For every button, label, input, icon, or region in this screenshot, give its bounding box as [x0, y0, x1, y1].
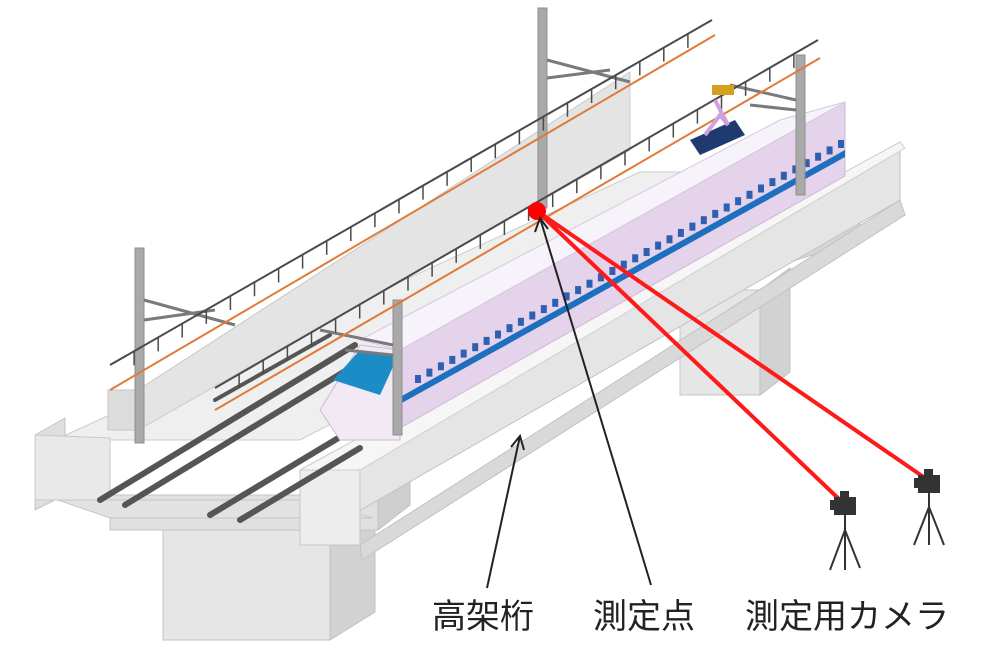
train-window [712, 209, 719, 218]
train-window [495, 330, 501, 339]
train-window [780, 171, 787, 180]
camera-icon [830, 491, 856, 515]
arrow-icon [486, 433, 525, 589]
train-window [792, 165, 799, 174]
train-window [723, 203, 730, 212]
train-window [540, 305, 547, 314]
overhead-wires [109, 19, 821, 411]
train-window [563, 292, 570, 301]
train-window [415, 375, 421, 383]
train-window [426, 368, 433, 377]
pantograph [690, 85, 745, 155]
train-window [597, 273, 604, 282]
train-window [529, 311, 536, 320]
measurement-point-marker [528, 202, 546, 220]
train-window [655, 241, 662, 250]
label-viaduct-girder: 高架桁 [432, 597, 534, 637]
train-window [746, 190, 753, 199]
train-window [803, 159, 810, 168]
train-window [677, 228, 684, 237]
train-window [517, 317, 524, 326]
label-measurement-point: 測定点 [593, 597, 695, 637]
train-window [586, 279, 593, 288]
train-window [449, 355, 456, 364]
laser-lines [535, 209, 927, 502]
train-window [769, 178, 776, 187]
train-window [437, 362, 444, 371]
train-window [609, 267, 616, 275]
train-window [758, 184, 764, 193]
train-window [483, 336, 490, 345]
train-window [666, 235, 673, 244]
train-window [620, 260, 627, 269]
tripod-icon [829, 515, 861, 571]
train-window [735, 197, 742, 206]
tripod-icon [913, 493, 945, 546]
arrow-icon [534, 215, 652, 586]
train-window [700, 216, 707, 225]
train-window [575, 286, 582, 295]
camera-icon [914, 469, 940, 493]
train-window [815, 152, 822, 161]
train-window [643, 248, 650, 256]
train-window [632, 254, 639, 263]
shinkansen-train [319, 101, 846, 441]
train-window [689, 222, 696, 231]
wire-droppers [133, 33, 795, 389]
train-window [838, 140, 844, 148]
train-window [460, 349, 467, 358]
train-window [552, 298, 559, 307]
train-window [826, 146, 833, 155]
label-measurement-camera: 測定用カメラ [745, 597, 949, 637]
train-window [472, 343, 479, 352]
train-window [506, 324, 513, 333]
